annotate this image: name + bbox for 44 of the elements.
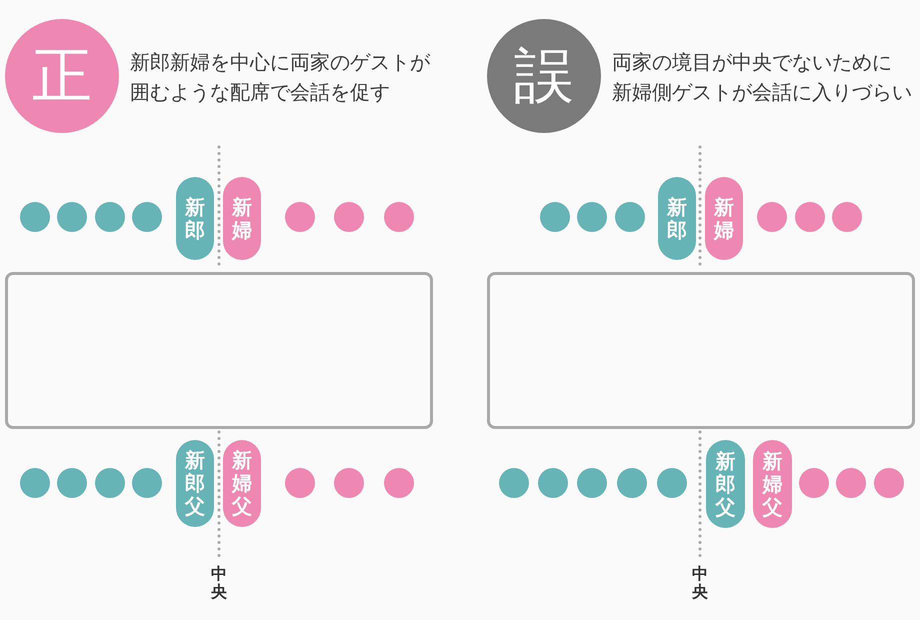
guest-seat-icon: [577, 202, 607, 232]
guest-seat-icon: [795, 202, 825, 232]
guest-seat-icon: [334, 202, 364, 232]
verdict-badge: 正: [5, 19, 119, 133]
center-label: 中央: [692, 565, 708, 601]
guest-seat-icon: [95, 468, 125, 498]
guest-seat-icon: [95, 202, 125, 232]
seat-tag: 新婦: [223, 177, 261, 260]
guest-seat-icon: [57, 202, 87, 232]
seat-tag: 新郎父: [706, 440, 745, 528]
description-text: 新郎新婦を中心に両家のゲストが囲むような配席で会話を促す: [130, 49, 432, 106]
guest-seat-icon: [384, 468, 414, 498]
guest-seat-icon: [499, 468, 529, 498]
guest-seat-icon: [132, 202, 162, 232]
guest-seat-icon: [657, 468, 687, 498]
guest-seat-icon: [20, 202, 50, 232]
guest-seat-icon: [540, 202, 570, 232]
guest-seat-icon: [874, 468, 904, 498]
seat-tag: 新婦父: [753, 440, 792, 528]
guest-seat-icon: [20, 468, 50, 498]
seat-tag: 新郎父: [176, 440, 214, 527]
verdict-badge: 誤: [487, 19, 601, 133]
guest-seat-icon: [334, 468, 364, 498]
guest-seat-icon: [57, 468, 87, 498]
table-outline: [5, 272, 433, 429]
seat-tag: 新婦: [705, 177, 743, 260]
guest-seat-icon: [285, 468, 315, 498]
description-text: 両家の境目が中央でないために新婦側ゲストが会話に入りづらい: [612, 49, 913, 106]
guest-seat-icon: [617, 468, 647, 498]
guest-seat-icon: [538, 468, 568, 498]
seat-tag: 新郎: [658, 177, 696, 260]
guest-seat-icon: [577, 468, 607, 498]
guest-seat-icon: [799, 468, 829, 498]
guest-seat-icon: [832, 202, 862, 232]
guest-seat-icon: [384, 202, 414, 232]
guest-seat-icon: [285, 202, 315, 232]
seat-tag: 新郎: [176, 177, 214, 260]
center-label: 中央: [211, 565, 227, 601]
guest-seat-icon: [836, 468, 866, 498]
seat-tag: 新婦父: [223, 440, 261, 527]
table-outline: [487, 272, 915, 429]
guest-seat-icon: [132, 468, 162, 498]
guest-seat-icon: [615, 202, 645, 232]
guest-seat-icon: [757, 202, 787, 232]
